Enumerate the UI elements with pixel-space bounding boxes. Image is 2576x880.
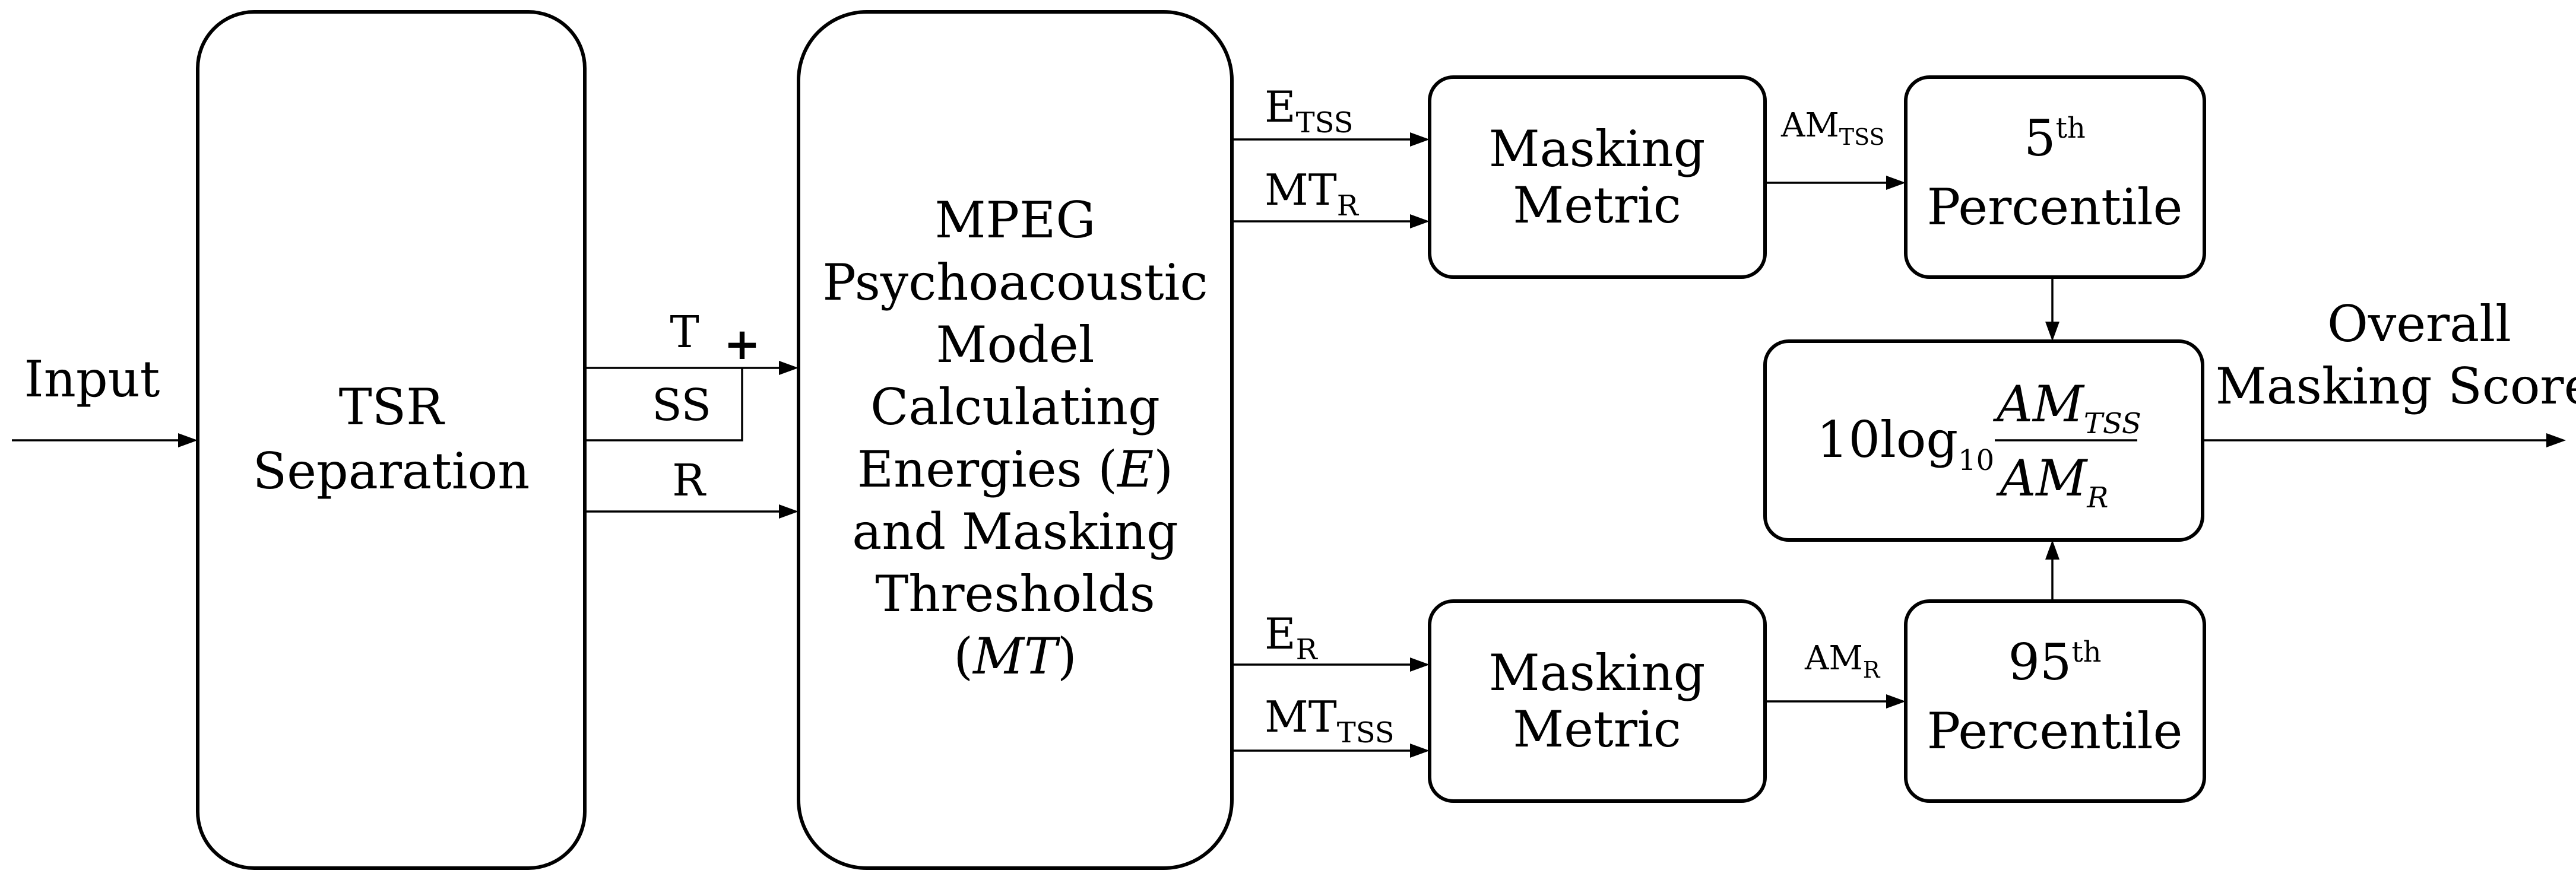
svg-text:Energies (E): Energies (E)	[857, 440, 1173, 498]
svg-text:MPEG: MPEG	[935, 191, 1096, 249]
am-tss-arrow	[1765, 176, 1906, 190]
svg-text:Thresholds: Thresholds	[875, 565, 1155, 623]
r-signal-arrow	[585, 504, 799, 519]
tsr-separation-block	[196, 10, 587, 870]
e-tss-arrow	[1232, 132, 1430, 147]
am-r-label: AMR	[1804, 639, 1881, 683]
percentile-95th-line2: Percentile	[1927, 702, 2183, 760]
e-tss-label: ETSS	[1265, 82, 1354, 139]
am-r-arrow	[1765, 694, 1906, 709]
e-r-label: ER	[1265, 609, 1319, 666]
percentile-95th-to-formula-arrow	[2045, 540, 2059, 601]
e-r-arrow	[1232, 657, 1430, 672]
tsr-block-label-line2: Separation	[253, 442, 530, 500]
svg-text:Model: Model	[936, 316, 1095, 374]
percentile-5th-line2: Percentile	[1927, 178, 2183, 236]
masking-metric-top-block	[1428, 75, 1767, 279]
mt-r-arrow	[1232, 214, 1430, 228]
svg-text:Calculating: Calculating	[870, 378, 1160, 436]
mt-tss-arrow	[1232, 744, 1430, 758]
svg-text:AMTSS: AMTSS	[1992, 375, 2141, 440]
am-tss-label: AMTSS	[1780, 106, 1885, 150]
masking-metric-bottom-line2: Metric	[1513, 700, 1681, 758]
percentile-5th-to-formula-arrow	[2045, 277, 2059, 341]
input-label: Input	[24, 350, 160, 408]
percentile-5th-line1: 5th	[2024, 109, 2086, 167]
t-signal-arrow	[585, 361, 799, 375]
t-signal-label: T	[670, 307, 699, 358]
mpeg-block-text: MPEG Psychoacoustic Model Calculating En…	[822, 191, 1208, 685]
ss-signal-label: SS	[652, 380, 711, 431]
mpeg-psychoacoustic-block	[797, 10, 1234, 870]
tsr-block-label-line1: TSR	[339, 378, 446, 436]
output-label-line1: Overall	[2327, 295, 2511, 353]
output-arrow	[2203, 433, 2566, 447]
percentile-95th-block	[1904, 599, 2206, 803]
percentile-95th-line1: 95th	[2008, 633, 2101, 691]
mt-tss-label: MTTSS	[1265, 692, 1395, 749]
svg-text:Psychoacoustic: Psychoacoustic	[822, 253, 1208, 312]
svg-text:and Masking: and Masking	[852, 503, 1178, 561]
masking-metric-top-line1: Masking	[1489, 120, 1706, 178]
masking-metric-bottom-line1: Masking	[1489, 644, 1706, 702]
mt-r-label: MTR	[1265, 165, 1360, 223]
svg-text:(MT): (MT)	[953, 627, 1077, 685]
input-arrow	[12, 433, 198, 447]
svg-text:10log10: 10log10	[1817, 411, 1994, 477]
masking-metric-top-line2: Metric	[1513, 176, 1681, 234]
score-formula: 10log10 AMTSS AMR	[1817, 375, 2141, 514]
svg-text:AMR: AMR	[1996, 449, 2109, 514]
percentile-5th-block	[1904, 75, 2206, 279]
sum-sign: +	[724, 319, 761, 370]
output-label-line2: Masking Score	[2216, 357, 2576, 415]
r-signal-label: R	[672, 455, 706, 506]
ss-signal-line	[585, 368, 743, 441]
